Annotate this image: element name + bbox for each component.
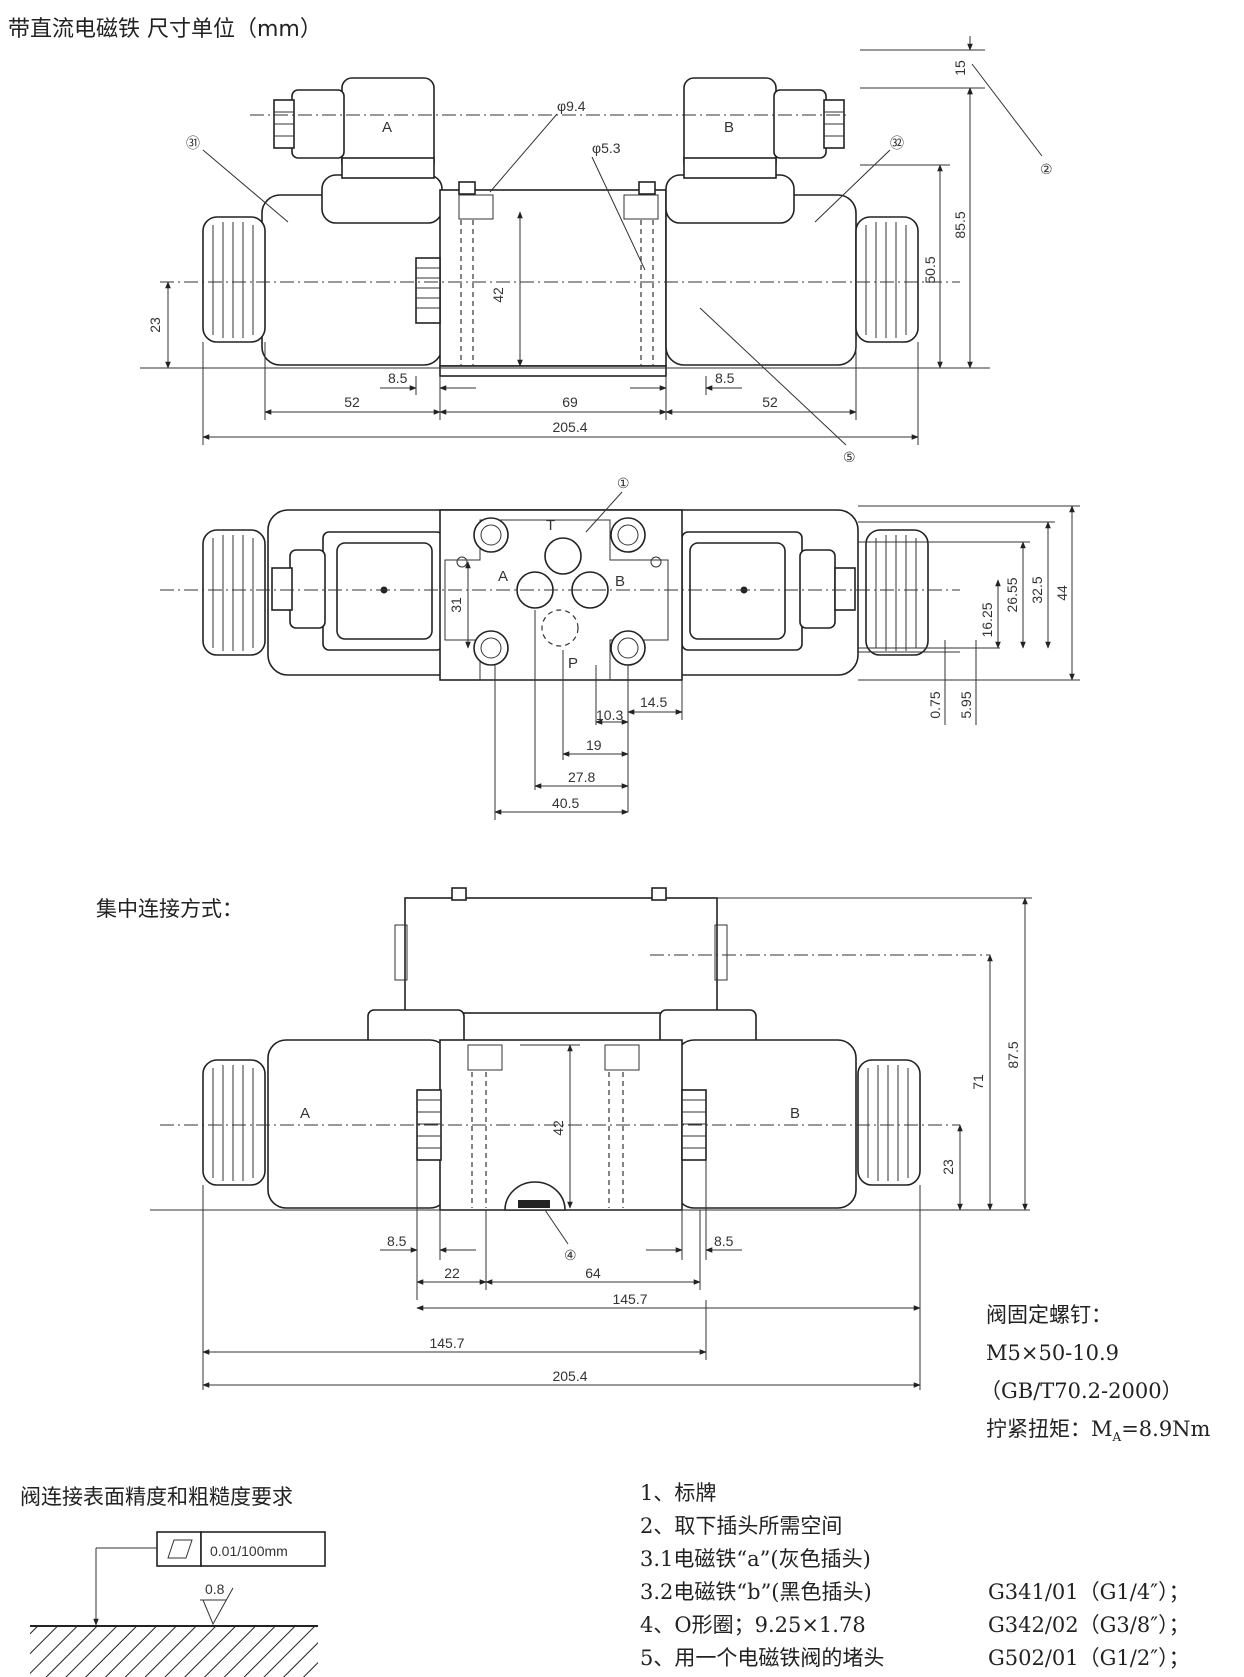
svg-text:A: A [498, 568, 508, 585]
legend: 1、标牌 2、取下插头所需空间 3.1电磁铁“a”(灰色插头) 3.2电磁铁“b… [640, 1481, 1190, 1670]
svg-text:0.75: 0.75 [927, 691, 943, 718]
surface-requirement: 阀连接表面精度和粗糙度要求 0.01/100mm 0.8 [20, 1485, 326, 1677]
svg-text:B: B [615, 573, 625, 590]
svg-text:145.7: 145.7 [612, 1291, 647, 1307]
svg-text:④: ④ [564, 1247, 577, 1263]
legend-item: 1、标牌 [640, 1481, 716, 1505]
right-knurled-nut [855, 216, 919, 343]
svg-text:φ9.4: φ9.4 [557, 98, 586, 114]
legend-item: 3.2电磁铁“b”(黑色插头) [640, 1580, 872, 1604]
svg-text:B: B [724, 119, 734, 136]
svg-text:㉜: ㉜ [890, 135, 904, 151]
svg-text:10.3: 10.3 [596, 707, 623, 723]
svg-text:23: 23 [147, 317, 163, 333]
svg-text:阀固定螺钉：: 阀固定螺钉： [986, 1303, 1112, 1327]
svg-text:145.7: 145.7 [429, 1335, 464, 1351]
svg-text:M5×50-10.9: M5×50-10.9 [986, 1341, 1119, 1365]
legend-code: G342/02（G3/8″）； [988, 1613, 1190, 1637]
svg-text:40.5: 40.5 [552, 795, 579, 811]
page-title: 带直流电磁铁 尺寸单位（mm） [8, 17, 322, 42]
port-p [541, 609, 579, 647]
central-connection-view: A B ④ 87.5 71 23 42 8.5 8.5 22 64 14 [150, 887, 1032, 1390]
svg-text:52: 52 [344, 394, 360, 410]
svg-text:23: 23 [940, 1159, 956, 1175]
svg-text:16.25: 16.25 [979, 602, 995, 637]
svg-text:87.5: 87.5 [1005, 1041, 1021, 1068]
svg-text:44: 44 [1054, 585, 1070, 601]
svg-text:T: T [546, 517, 555, 534]
svg-text:8.5: 8.5 [715, 370, 735, 386]
svg-text:42: 42 [490, 287, 506, 303]
svg-text:（GB/T70.2-2000）: （GB/T70.2-2000） [980, 1379, 1183, 1403]
legend-item: 3.1电磁铁“a”(灰色插头) [640, 1547, 871, 1571]
svg-text:P: P [568, 655, 578, 672]
legend-code: G502/01（G1/2″）； [988, 1646, 1190, 1670]
svg-text:42: 42 [550, 1120, 566, 1136]
svg-text:8.5: 8.5 [714, 1233, 734, 1249]
legend-item: 2、取下插头所需空间 [640, 1514, 842, 1538]
svg-text:5.95: 5.95 [958, 691, 974, 718]
svg-text:31: 31 [448, 597, 464, 613]
bolt-info: 阀固定螺钉： M5×50-10.9 （GB/T70.2-2000） 拧紧扭矩：M… [980, 1303, 1211, 1444]
top-elevation-view: A B φ9.4 φ5.3 ㉛ ㉜ ② ⑤ 15 85.5 50.5 42 23 [140, 36, 1053, 465]
svg-text:拧紧扭矩：MA=8.9Nm: 拧紧扭矩：MA=8.9Nm [986, 1417, 1211, 1444]
svg-text:205.4: 205.4 [552, 419, 587, 435]
svg-text:B: B [790, 1105, 800, 1122]
svg-text:φ5.3: φ5.3 [592, 140, 621, 156]
svg-text:32.5: 32.5 [1029, 576, 1045, 603]
svg-text:26.55: 26.55 [1004, 577, 1020, 612]
svg-text:71: 71 [970, 1074, 986, 1090]
svg-text:205.4: 205.4 [552, 1368, 587, 1384]
svg-text:27.8: 27.8 [568, 769, 595, 785]
svg-text:8.5: 8.5 [388, 370, 408, 386]
plan-view: T A B P ① 31 44 32.5 26.55 16.25 0.75 5.… [160, 475, 1080, 820]
svg-text:64: 64 [585, 1265, 601, 1281]
svg-text:㉛: ㉛ [186, 135, 200, 151]
svg-text:0.8: 0.8 [205, 1581, 225, 1597]
svg-text:②: ② [1040, 161, 1053, 177]
svg-text:50.5: 50.5 [922, 256, 938, 283]
legend-item: 5、用一个电磁铁阀的堵头 [640, 1646, 884, 1670]
left-knurled-nut [202, 216, 266, 343]
svg-text:52: 52 [762, 394, 778, 410]
svg-text:A: A [300, 1105, 310, 1122]
svg-text:14.5: 14.5 [640, 694, 667, 710]
central-plug [404, 897, 718, 1014]
valve-body [439, 189, 667, 367]
svg-text:22: 22 [444, 1265, 460, 1281]
svg-text:⑤: ⑤ [843, 449, 856, 465]
svg-text:69: 69 [562, 394, 578, 410]
svg-text:阀连接表面精度和粗糙度要求: 阀连接表面精度和粗糙度要求 [20, 1485, 293, 1509]
central-heading: 集中连接方式： [96, 897, 243, 921]
svg-text:8.5: 8.5 [387, 1233, 407, 1249]
svg-text:0.01/100mm: 0.01/100mm [210, 1543, 288, 1559]
svg-text:A: A [382, 119, 392, 136]
svg-text:85.5: 85.5 [952, 211, 968, 238]
legend-item: 4、O形圈；9.25×1.78 [640, 1613, 866, 1637]
svg-text:19: 19 [586, 737, 602, 753]
svg-text:①: ① [617, 475, 630, 491]
svg-text:15: 15 [952, 60, 968, 76]
legend-code: G341/01（G1/4″）； [988, 1580, 1190, 1604]
port-t [544, 537, 582, 575]
